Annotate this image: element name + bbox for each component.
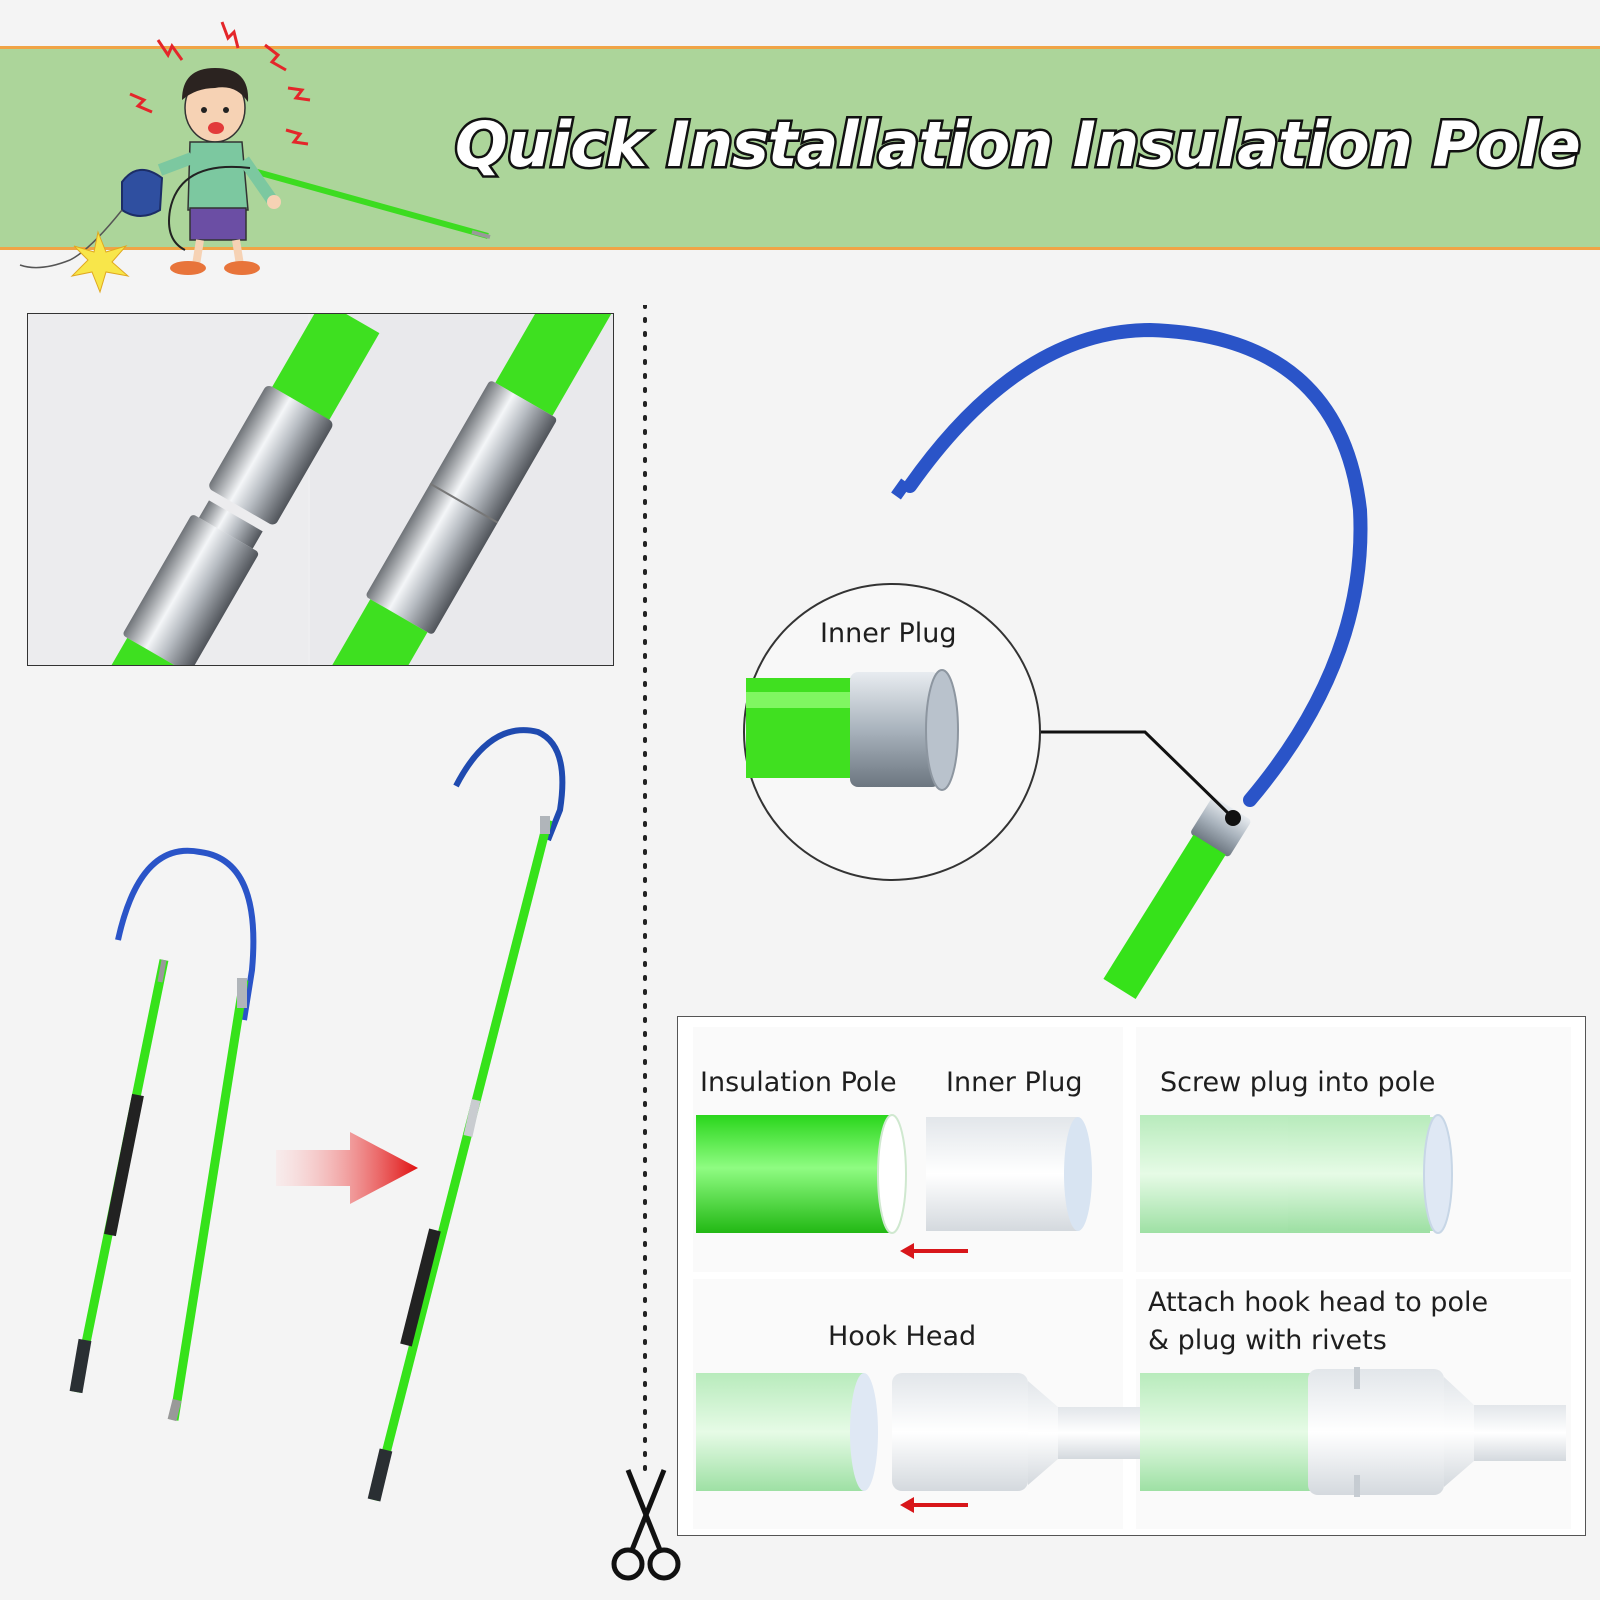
label-insulation-pole: Insulation Pole — [700, 1067, 897, 1098]
cartoon-boy-icon — [19, 21, 491, 294]
label-attach-line2: & plug with rivets — [1148, 1325, 1387, 1356]
label-attach-line1: Attach hook head to pole — [1148, 1287, 1489, 1318]
inner-plug-callout-label: Inner Plug — [820, 618, 957, 649]
connector-photo — [28, 314, 613, 665]
label-screw-plug: Screw plug into pole — [1160, 1067, 1436, 1098]
installation-steps-diagram — [693, 1027, 1571, 1529]
scissors-icon — [611, 1469, 681, 1581]
installation-steps-panel: Insulation Pole Inner Plug Screw plug in… — [677, 1016, 1586, 1536]
dotted-divider — [643, 305, 647, 1475]
connector-photo-panel — [27, 313, 614, 666]
title-banner — [0, 46, 1600, 250]
label-inner-plug: Inner Plug — [946, 1067, 1083, 1098]
label-hook-head: Hook Head — [828, 1321, 977, 1352]
red-arrow-icon — [276, 1132, 418, 1204]
page-title: Quick Installation Insulation Pole — [453, 106, 1584, 184]
pole-assembly-illustration — [69, 727, 566, 1502]
hook-head-closeup — [743, 322, 1368, 999]
